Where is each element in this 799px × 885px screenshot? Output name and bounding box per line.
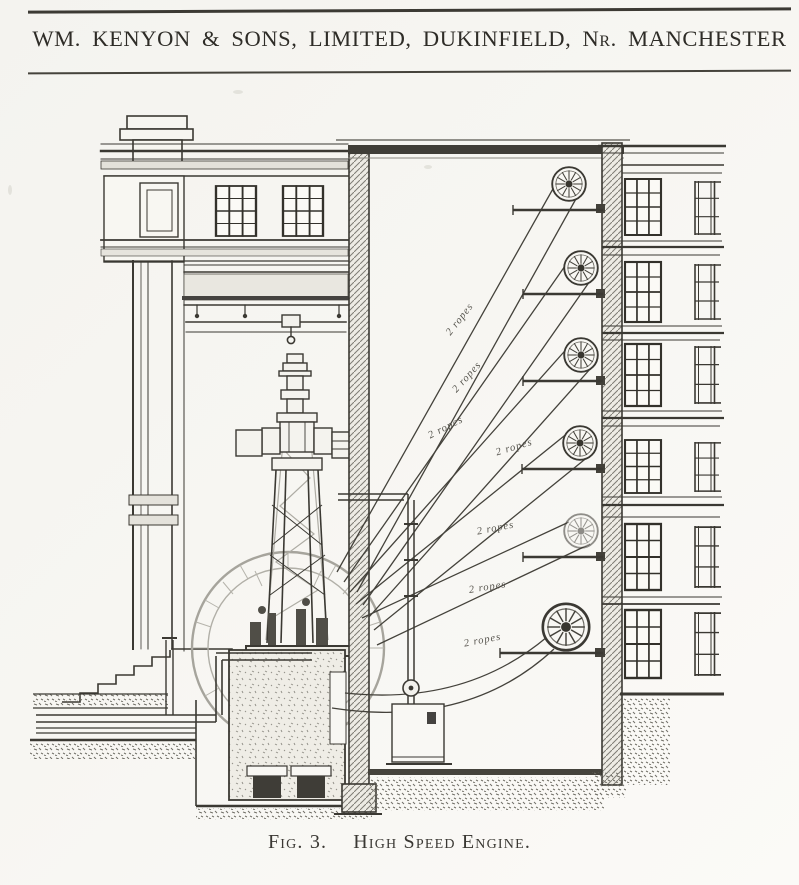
rope-race bbox=[336, 139, 630, 811]
race-roof bbox=[348, 145, 624, 154]
string-course bbox=[100, 239, 349, 262]
floor-slabs bbox=[602, 240, 724, 605]
engine-side-chest-left bbox=[235, 429, 263, 457]
figure-caption: Fig. 3. High Speed Engine. bbox=[0, 831, 799, 854]
scan-artifacts bbox=[8, 90, 432, 195]
race-ground-line bbox=[368, 769, 604, 775]
pulley-floor-1 bbox=[541, 602, 591, 652]
foundation bbox=[195, 649, 372, 820]
wall-pulleys bbox=[499, 166, 603, 658]
joist-hangers bbox=[194, 304, 342, 319]
rope-label: 2 ropes bbox=[495, 437, 534, 459]
exhaust-pipe-and-pump bbox=[338, 493, 452, 765]
pulley-floor-4 bbox=[563, 337, 599, 373]
basement-steps bbox=[62, 650, 171, 703]
company-title: WM. KENYON & SONS, LIMITED, DUKINFIELD, … bbox=[32, 26, 787, 51]
rope-label: 2 ropes bbox=[468, 579, 507, 596]
engine-house bbox=[99, 115, 350, 652]
engine-auxiliaries bbox=[250, 598, 328, 646]
rope-drives bbox=[331, 170, 592, 713]
rope-label: 2 ropes bbox=[476, 520, 515, 538]
pulley-floor-6 bbox=[551, 166, 587, 202]
crane-hook bbox=[286, 335, 296, 345]
masthead: WM. KENYON & SONS, LIMITED, DUKINFIELD, … bbox=[26, 26, 793, 52]
steam-pipes bbox=[30, 637, 312, 759]
pilaster-panel bbox=[103, 175, 185, 263]
pulley-floor-3 bbox=[562, 425, 598, 461]
figure-number: Fig. 3. bbox=[267, 831, 328, 853]
crane-runway bbox=[185, 314, 347, 345]
rope-labels: 2 ropes 2 ropes 2 ropes 2 ropes 2 ropes … bbox=[427, 301, 534, 649]
rope-label: 2 ropes bbox=[444, 301, 476, 338]
pulley-brackets bbox=[499, 205, 603, 658]
pulley-floor-2 bbox=[563, 513, 599, 549]
engine-house-windows bbox=[214, 184, 325, 238]
left-wall-section bbox=[128, 260, 233, 652]
high-speed-engine bbox=[235, 353, 367, 657]
figure-title: High Speed Engine. bbox=[353, 831, 532, 853]
pulley-floor-5 bbox=[563, 250, 599, 286]
dividing-wall bbox=[334, 149, 382, 815]
crane-trolley bbox=[281, 314, 301, 328]
engine-room-ceiling bbox=[182, 264, 350, 319]
feed-tank bbox=[391, 703, 445, 763]
cornice bbox=[99, 143, 350, 177]
mill-building bbox=[592, 142, 726, 798]
rope-label: 2 ropes bbox=[463, 632, 502, 650]
